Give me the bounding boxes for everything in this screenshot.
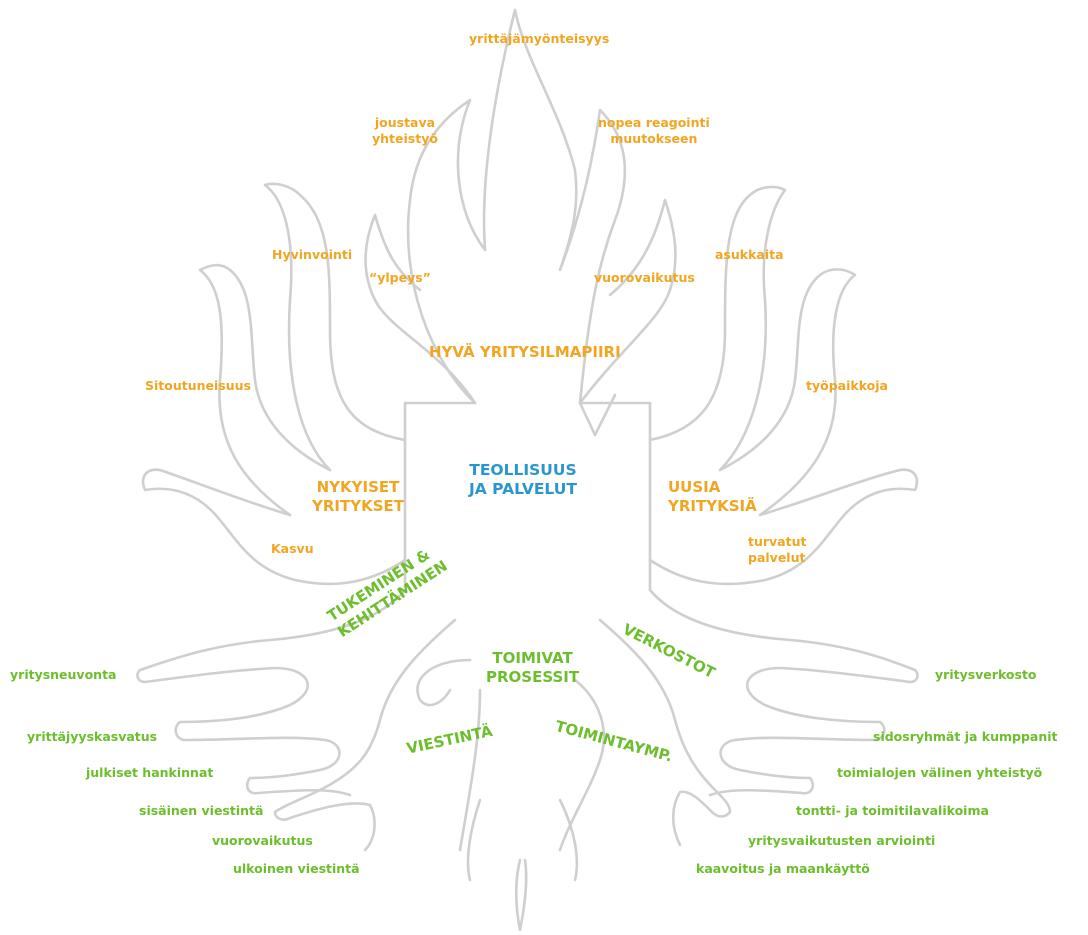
crown-label-ylpeys: “ylpeys” — [369, 270, 431, 285]
trunk-label-teollisuus-ja-palvelut: TEOLLISUUS JA PALVELUT — [469, 461, 577, 500]
crown-label-uusia-yrityksia: UUSIA YRITYKSIÄ — [668, 478, 757, 516]
roots-left-main — [136, 588, 407, 797]
crown-label-hyva-yritysilmapiiri: HYVÄ YRITYSILMAPIIRI — [429, 343, 621, 361]
crown-label-asukkaita: asukkaita — [715, 247, 784, 262]
roots-right-item-5: yritysvaikutusten arviointi — [748, 833, 936, 848]
crown-label-joustava-yhteistyo: joustava yhteistyö — [372, 115, 438, 146]
roots-right-item-4: tontti- ja toimitilavalikoima — [796, 803, 989, 818]
crown-label-turvatut-line1: turvatut — [748, 534, 807, 549]
crown-label-vuorovaikutus: vuorovaikutus — [594, 270, 695, 285]
crown-inner-left-flame — [364, 213, 477, 405]
roots-left-item-4: sisäinen viestintä — [139, 803, 264, 818]
roots-left-item-3: julkiset hankinnat — [86, 765, 214, 780]
crown-label-yrittajamyonteisyys: yrittäjämyönteisyys — [469, 31, 610, 46]
roots-left-item-1: yritysneuvonta — [10, 667, 117, 682]
roots-right-item-6: kaavoitus ja maankäyttö — [696, 861, 870, 876]
roots-right-item-3: toimialojen välinen yhteistyö — [837, 765, 1043, 780]
roots-center — [416, 658, 606, 932]
crown-right-asukkaita — [648, 185, 787, 472]
crown-inner-right-flame — [578, 198, 677, 405]
trunk-label-line1: TEOLLISUUS — [469, 461, 577, 479]
crown-label-nopea-reagointi: nopea reagointi muutokseen — [598, 115, 710, 146]
roots-left-item-5: vuorovaikutus — [212, 833, 313, 848]
crown-right-tyopaikkoja — [718, 268, 857, 517]
crown-center-flame — [406, 8, 627, 405]
crown-left-hyvinvointi — [263, 182, 407, 472]
crown-label-sitoutuneisuus: Sitoutuneisuus — [145, 378, 251, 393]
crown-label-uusia-line1: UUSIA — [668, 478, 721, 496]
crown-label-joustava-line2: yhteistyö — [372, 130, 438, 146]
roots-label-toimivat-line2: PROSESSIT — [486, 667, 580, 686]
trunk-label-line2: JA PALVELUT — [469, 480, 577, 499]
roots-left-item-6: ulkoinen viestintä — [233, 861, 360, 876]
crown-label-turvatut-palvelut: turvatut palvelut — [748, 534, 806, 565]
roots-left-inner — [273, 618, 457, 852]
roots-left-item-2: yrittäjyyskasvatus — [27, 729, 158, 744]
crown-label-nykyiset-line1: NYKYISET — [316, 478, 400, 496]
crown-label-nopea-line2: muutokseen — [610, 130, 698, 146]
crown-label-tyopaikkoja: työpaikkoja — [806, 378, 888, 393]
crown-label-uusia-line2: YRITYKSIÄ — [668, 496, 757, 515]
crown-label-kasvu: Kasvu — [271, 541, 314, 556]
crown-label-nopea-line1: nopea reagointi — [598, 115, 710, 130]
roots-label-toimivat-prosessit: TOIMIVAT PROSESSIT — [486, 649, 579, 687]
crown-right-turvatut — [648, 468, 919, 586]
crown-left-sitoutuneisuus — [198, 263, 332, 517]
crown-label-nykyiset-yritykset: NYKYISET YRITYKSET — [312, 478, 404, 516]
crown-label-nykyiset-line2: YRITYKSET — [312, 496, 404, 515]
roots-right-item-2: sidosryhmät ja kumppanit — [873, 729, 1058, 744]
crown-label-hyvinvointi: Hyvinvointi — [272, 247, 353, 262]
roots-right-inner — [598, 618, 732, 847]
roots-right-item-1: yritysverkosto — [935, 667, 1037, 682]
trunk-outline — [403, 393, 652, 592]
crown-label-joustava-line1: joustava — [374, 115, 436, 130]
roots-label-toimivat-line1: TOIMIVAT — [492, 649, 573, 667]
crown-label-turvatut-line2: palvelut — [748, 549, 806, 565]
crown-left-kasvu — [141, 468, 407, 586]
roots-right-main — [648, 588, 919, 797]
